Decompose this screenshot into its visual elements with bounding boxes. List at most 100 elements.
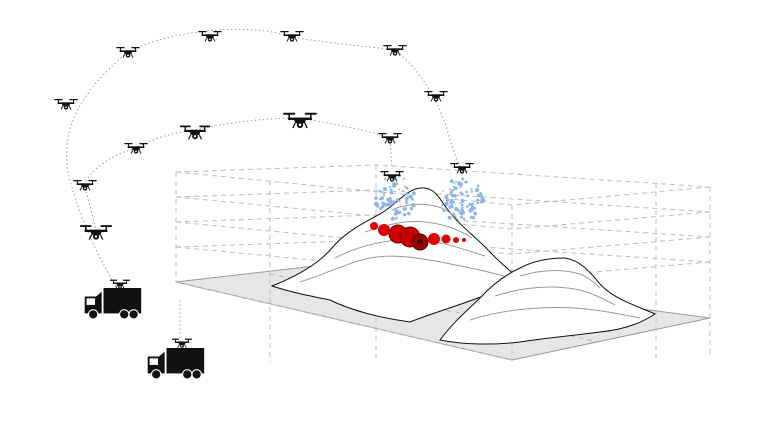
sensor-point xyxy=(441,204,444,206)
sensor-point xyxy=(466,194,470,198)
sensor-point xyxy=(470,207,473,210)
sensor-point xyxy=(453,186,458,191)
drone-icon xyxy=(72,179,98,192)
sensor-point xyxy=(456,208,460,212)
sensor-point xyxy=(455,180,458,183)
sensor-point xyxy=(449,200,454,205)
sensor-point xyxy=(460,208,465,213)
sensor-point xyxy=(470,190,474,193)
sensor-point xyxy=(470,202,474,206)
sensor-point xyxy=(405,201,408,205)
sensor-point xyxy=(383,194,385,197)
truck-fleet xyxy=(84,288,205,380)
sensor-point xyxy=(459,186,461,189)
sensor-point xyxy=(474,207,477,210)
sensor-point xyxy=(479,200,483,204)
red-plume xyxy=(370,222,466,251)
sensor-point xyxy=(408,192,410,195)
drone-icon xyxy=(197,30,223,43)
drone-icon xyxy=(377,132,403,145)
sensor-point xyxy=(404,192,408,196)
sensor-point xyxy=(451,188,455,192)
sensor-point xyxy=(479,193,484,198)
sensor-point xyxy=(478,199,481,202)
sensor-point xyxy=(398,188,400,191)
sensor-point xyxy=(469,215,474,219)
sensor-point xyxy=(404,207,408,210)
sensor-point xyxy=(405,186,409,190)
sensor-point xyxy=(451,194,455,198)
sensor-point xyxy=(470,188,473,190)
sensor-point xyxy=(410,195,413,198)
sensor-point xyxy=(392,200,396,204)
sensor-point xyxy=(395,198,400,202)
sensor-point xyxy=(383,177,387,181)
drone-icon xyxy=(382,44,408,57)
sensor-point xyxy=(383,186,387,191)
sensor-point xyxy=(449,179,454,184)
drone-icon xyxy=(79,224,113,241)
sensor-point xyxy=(459,182,463,186)
sensor-point xyxy=(382,192,386,196)
truck-icon xyxy=(147,348,205,380)
sensor-point xyxy=(460,192,464,196)
sensor-point xyxy=(378,190,382,193)
sensor-point xyxy=(442,208,446,212)
grid-box xyxy=(175,164,711,362)
sensor-point xyxy=(475,187,480,192)
sensor-point xyxy=(448,188,451,191)
sensor-point xyxy=(476,201,480,205)
sensor-point xyxy=(452,212,456,216)
sensor-point xyxy=(475,198,479,202)
sensor-point xyxy=(402,177,405,180)
sensor-point xyxy=(465,205,469,208)
sensor-point xyxy=(407,211,411,216)
sensor-point xyxy=(464,180,467,184)
sensor-point xyxy=(405,196,409,201)
drone-icon xyxy=(171,338,193,349)
small-mountain xyxy=(439,257,657,345)
drone-icon xyxy=(449,162,475,175)
sensor-point xyxy=(473,211,478,216)
sensor-point xyxy=(389,191,393,195)
sensor-point xyxy=(462,217,466,221)
drone-icon xyxy=(123,142,149,155)
sensor-point xyxy=(392,182,397,187)
sensor-point xyxy=(410,207,414,211)
sensor-point-cloud xyxy=(373,174,486,221)
sensor-point xyxy=(477,193,480,196)
sensor-point xyxy=(449,191,453,195)
truck-icon xyxy=(84,288,142,320)
sensor-point xyxy=(460,203,464,207)
drone-icon xyxy=(279,30,305,43)
sensor-point xyxy=(399,204,402,207)
drone-icon xyxy=(179,124,211,140)
sensor-point xyxy=(374,196,378,200)
sensor-point xyxy=(379,196,384,201)
sensor-point xyxy=(380,190,384,193)
sensor-point xyxy=(476,184,480,188)
sensor-point xyxy=(390,188,393,191)
sensor-point xyxy=(459,202,462,205)
drone-icon xyxy=(115,46,141,59)
sensor-point xyxy=(468,208,473,213)
sensor-point xyxy=(465,190,468,194)
sensor-point xyxy=(459,215,463,219)
sensor-point xyxy=(460,198,464,202)
sensor-point xyxy=(387,198,393,203)
sensor-point xyxy=(444,194,449,199)
sensor-point xyxy=(448,205,453,209)
sensor-point xyxy=(442,190,444,192)
sensor-point xyxy=(444,201,449,206)
sensor-point xyxy=(382,201,386,206)
drone-icon xyxy=(53,98,79,111)
inner-flight-path xyxy=(84,117,393,233)
sensor-point xyxy=(402,212,407,217)
sensor-point xyxy=(482,198,486,203)
sensor-point xyxy=(411,203,416,208)
sensor-point xyxy=(390,216,395,221)
sensor-point xyxy=(460,206,464,209)
sensor-point xyxy=(453,182,456,185)
drone-icon xyxy=(109,279,131,290)
